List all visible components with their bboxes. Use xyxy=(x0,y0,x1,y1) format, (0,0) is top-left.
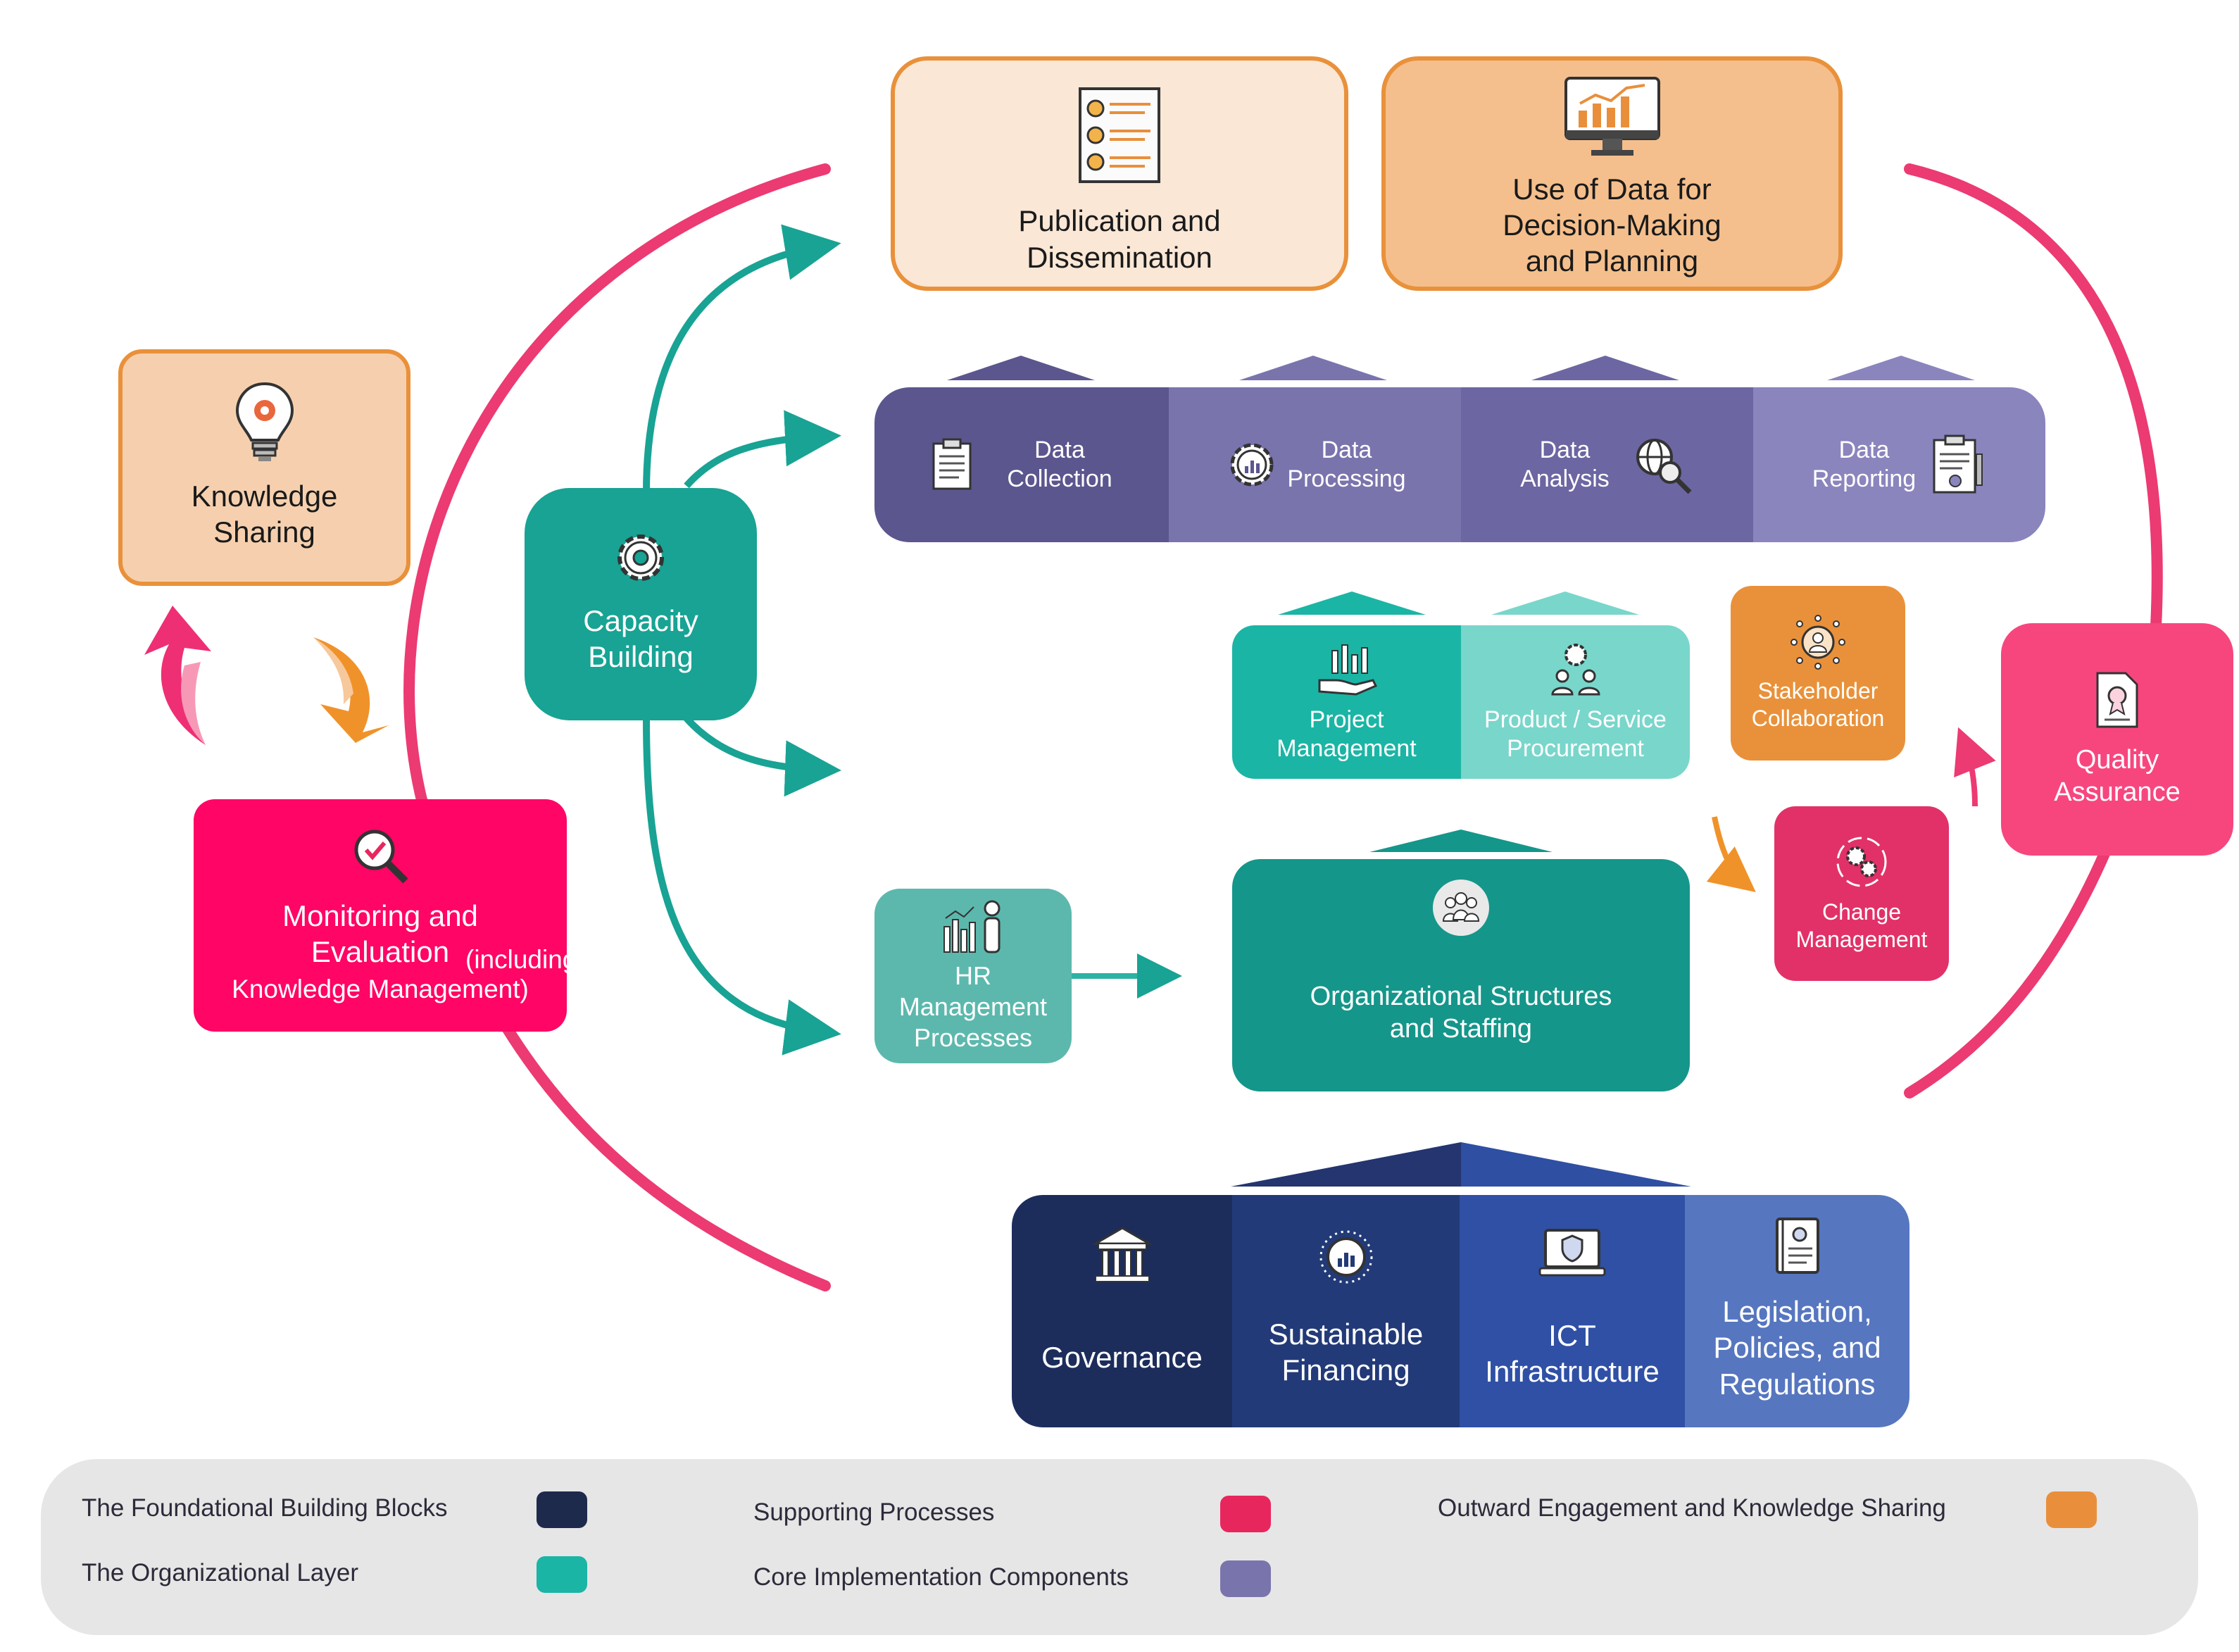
org-peak-2 xyxy=(1491,592,1639,615)
financing-segment: Sustainable Financing xyxy=(1232,1195,1460,1427)
stakeholder-box: Stakeholder Collaboration xyxy=(1731,586,1905,761)
data-collection-label: Data Collection xyxy=(1007,436,1112,492)
legend-label-organizational: The Organizational Layer xyxy=(82,1559,358,1587)
legend-panel: The Foundational Building Blocks The Org… xyxy=(41,1459,2198,1635)
change-management-box: Change Management xyxy=(1774,806,1949,981)
core-peak-2 xyxy=(1239,356,1387,380)
legend-swatch-organizational xyxy=(537,1556,587,1593)
core-peak-3 xyxy=(1531,356,1679,380)
governance-label: Governance xyxy=(1041,1341,1203,1375)
foundation-roof-left xyxy=(1231,1142,1461,1187)
clipboard-icon xyxy=(932,438,972,490)
team-icon xyxy=(1433,879,1489,936)
legend-label-supporting: Supporting Processes xyxy=(753,1498,995,1526)
quality-assurance-label: Quality Assurance xyxy=(2054,744,2181,807)
orange-arrow-stakeholder-to-change xyxy=(1706,816,1756,893)
publication-label: Publication and Dissemination xyxy=(1018,204,1221,274)
monitoring-label: Monitoring and Evaluation xyxy=(282,899,478,969)
core-peak-4 xyxy=(1827,356,1975,380)
ict-label: ICT Infrastructure xyxy=(1485,1318,1660,1388)
project-procurement-row: Project Management Product / Service Pro… xyxy=(1232,625,1690,779)
project-management-label: Project Management xyxy=(1277,706,1417,762)
cycle-arrow-up-light xyxy=(181,662,206,745)
legend-label-foundational: The Foundational Building Blocks xyxy=(82,1494,448,1522)
stakeholder-network-icon xyxy=(1790,614,1845,670)
legend-swatch-outward xyxy=(2046,1491,2097,1528)
hr-management-label: HR Management Processes xyxy=(898,961,1048,1052)
report-clipboard-icon xyxy=(1933,434,1983,494)
foundation-roof-right xyxy=(1461,1142,1691,1187)
org-structures-label: Organizational Structures and Staffing xyxy=(1310,981,1612,1044)
data-analysis-segment: Data Analysis xyxy=(1461,387,1753,542)
governance-segment: Governance xyxy=(1012,1195,1232,1427)
quality-assurance-box: Quality Assurance xyxy=(2001,623,2233,856)
publication-box: Publication and Dissemination xyxy=(891,56,1348,291)
legislation-label: Legislation, Policies, and Regulations xyxy=(1713,1295,1881,1401)
financing-chart-icon xyxy=(1319,1230,1372,1284)
cycle-arrow-down-light xyxy=(313,637,353,704)
org-peak-1 xyxy=(1278,592,1426,615)
legend-swatch-foundational xyxy=(537,1491,587,1528)
cycle-arrow-up xyxy=(144,606,211,745)
monitoring-sublabel-1: (including xyxy=(465,945,577,974)
law-book-icon xyxy=(1775,1218,1819,1275)
legend-label-outward: Outward Engagement and Knowledge Sharing xyxy=(1438,1494,1946,1522)
use-of-data-box: Use of Data for Decision-Making and Plan… xyxy=(1381,56,1843,291)
use-of-data-label: Use of Data for Decision-Making and Plan… xyxy=(1503,172,1721,278)
right-pink-arc-lower xyxy=(1904,846,2111,1099)
teal-arrow-to-project xyxy=(684,715,841,797)
data-processing-segment: Data Processing xyxy=(1169,387,1461,542)
report-list-icon xyxy=(1079,87,1160,184)
right-pink-arc-upper xyxy=(1904,163,2163,632)
laptop-shield-icon xyxy=(1538,1228,1606,1277)
gear-chart-icon xyxy=(1230,443,1274,487)
left-pink-arc-lower xyxy=(501,1022,831,1291)
core-peak-1 xyxy=(947,356,1095,380)
legend-swatch-core xyxy=(1220,1560,1271,1597)
data-processing-label: Data Processing xyxy=(1287,436,1406,492)
data-collection-segment: Data Collection xyxy=(874,387,1169,542)
monitor-chart-icon xyxy=(1564,76,1660,156)
procurement-segment: Product / Service Procurement xyxy=(1461,625,1690,779)
procurement-label: Product / Service Procurement xyxy=(1484,706,1667,762)
building-icon xyxy=(1092,1227,1152,1283)
knowledge-sharing-box: Knowledge Sharing xyxy=(118,349,410,586)
people-gear-icon xyxy=(1550,643,1600,696)
stakeholder-label: Stakeholder Collaboration xyxy=(1751,677,1885,731)
org-structures-peak xyxy=(1369,830,1553,852)
teal-arrow-to-publication xyxy=(643,224,841,494)
data-reporting-label: Data Reporting xyxy=(1812,436,1917,492)
certificate-icon xyxy=(2096,672,2138,728)
teal-arrow-to-core xyxy=(684,410,841,489)
pink-arrow-change-to-stakeholder xyxy=(1954,727,1996,807)
person-chart-icon xyxy=(943,900,1001,953)
data-analysis-label: Data Analysis xyxy=(1520,436,1610,492)
legend-label-core: Core Implementation Components xyxy=(753,1563,1129,1591)
change-management-label: Change Management xyxy=(1795,899,1928,952)
gear-icon xyxy=(617,534,664,581)
foundation-block: Governance Sustainable Financing ICT Inf… xyxy=(1012,1195,1909,1427)
capacity-building-box: Capacity Building xyxy=(525,488,757,720)
monitoring-box: Monitoring and Evaluation (including Kno… xyxy=(194,799,577,1032)
legislation-segment: Legislation, Policies, and Regulations xyxy=(1685,1195,1909,1427)
globe-magnifier-icon xyxy=(1636,439,1692,494)
capacity-building-label: Capacity Building xyxy=(583,603,698,673)
core-bar: Data Collection Data Processing Data Ana… xyxy=(874,387,2045,542)
monitoring-sublabel-2: Knowledge Management) xyxy=(232,974,529,1003)
data-reporting-segment: Data Reporting xyxy=(1753,387,2045,542)
gears-cycle-icon xyxy=(1836,837,1887,887)
project-management-segment: Project Management xyxy=(1232,625,1461,779)
lightbulb-gear-icon xyxy=(235,382,294,461)
teal-arrow-to-hr xyxy=(643,718,841,1056)
org-structures-box: Organizational Structures and Staffing xyxy=(1232,859,1690,1091)
hand-chart-icon xyxy=(1318,644,1377,696)
left-pink-arc xyxy=(403,163,831,808)
financing-label: Sustainable Financing xyxy=(1268,1317,1424,1387)
ict-segment: ICT Infrastructure xyxy=(1460,1195,1685,1427)
knowledge-sharing-label: Knowledge Sharing xyxy=(191,479,338,549)
magnifier-check-icon xyxy=(354,830,408,884)
hr-management-box: HR Management Processes xyxy=(874,889,1072,1063)
legend-swatch-supporting xyxy=(1220,1496,1271,1532)
